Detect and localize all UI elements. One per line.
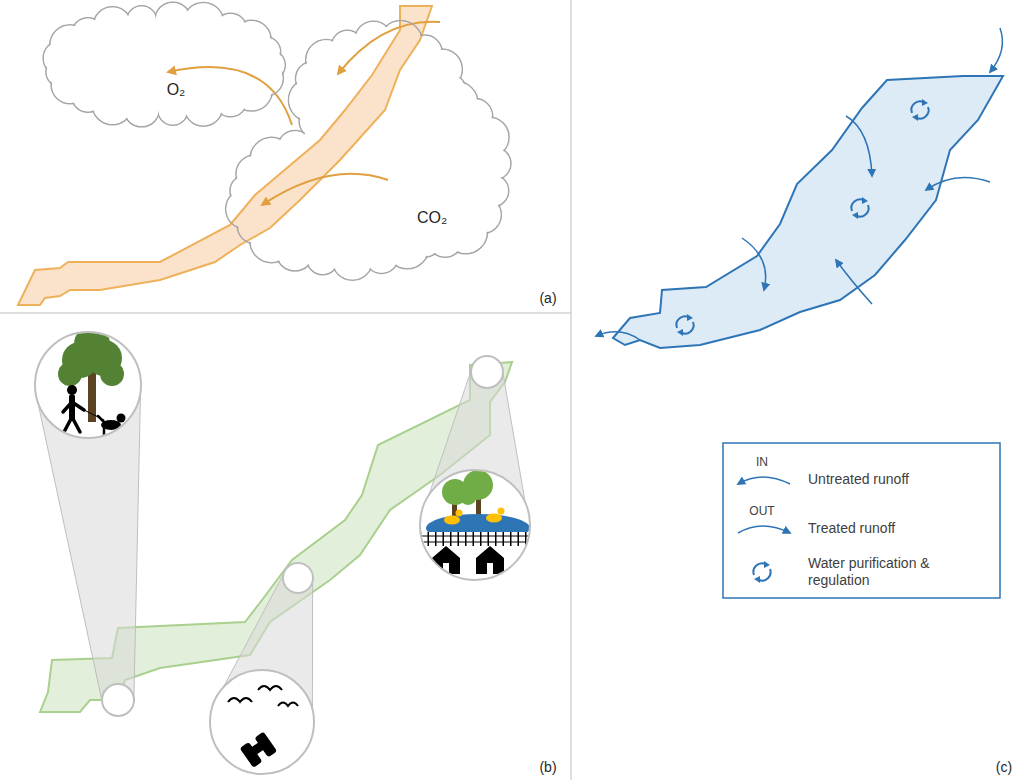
runoff-arrows (596, 28, 1002, 340)
panel-label: (a) (539, 290, 556, 307)
birdwatching-icon (228, 686, 298, 768)
carbon-band (18, 6, 432, 305)
panel-divider (571, 0, 572, 780)
cloud-shape: CO₂ (224, 18, 516, 282)
purification-icons (676, 99, 928, 336)
cloud-shape: O₂ (40, 0, 292, 132)
legend-box (723, 443, 1000, 598)
walking-icon (58, 326, 126, 436)
cloud-outline (224, 18, 516, 282)
gas-label: CO₂ (417, 208, 447, 227)
gas-label: O₂ (167, 80, 186, 99)
water-band (613, 76, 1003, 348)
legend-icon (753, 561, 770, 583)
flow-arrows (168, 22, 440, 205)
legend-tag: OUT (749, 504, 774, 518)
pond-icon (420, 470, 532, 574)
zoom-circles (35, 332, 530, 774)
legend-tag: IN (756, 455, 768, 469)
panel-label: (c) (996, 759, 1012, 776)
legend-text: Water purification & regulation (808, 555, 958, 590)
legend-text: Treated runoff (808, 520, 958, 538)
panel-label: (b) (539, 759, 556, 776)
legend-arrow (738, 526, 790, 533)
legend-text: Untreated runoff (808, 471, 958, 489)
legend-arrow (738, 477, 790, 484)
cloud-outline (40, 0, 292, 132)
panel-divider (0, 313, 571, 314)
